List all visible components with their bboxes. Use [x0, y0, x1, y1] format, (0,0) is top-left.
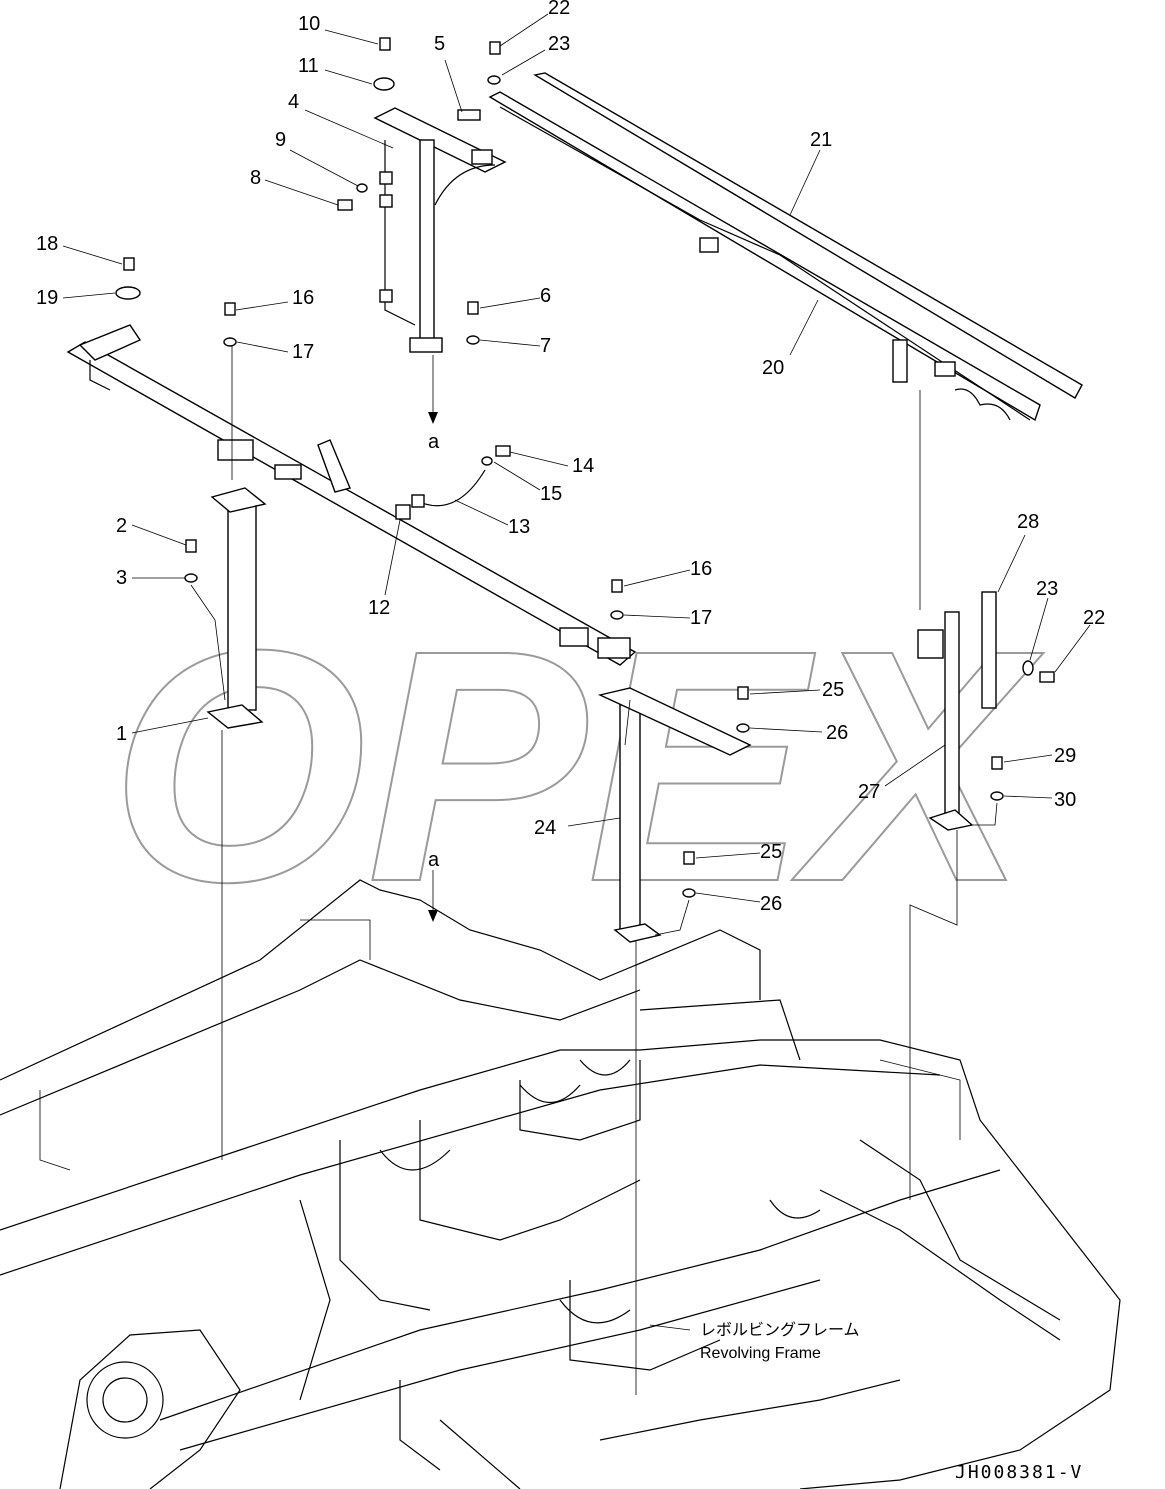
- callout-25: 25: [822, 679, 844, 701]
- callout-23: 23: [548, 33, 570, 55]
- callout-labels: 10 22 5 23 11 4 21 9 8 18 19 16 6 17 7 2…: [36, 0, 1105, 915]
- callout-14: 14: [572, 455, 594, 477]
- callout-12: 12: [368, 597, 390, 619]
- callout-24: 24: [534, 817, 556, 839]
- callout-4: 4: [288, 91, 299, 113]
- frame-label-jp: レボルビングフレーム: [700, 1321, 860, 1339]
- callout-17: 17: [292, 341, 314, 363]
- callout-8: 8: [250, 167, 261, 189]
- callout-27: 27: [858, 781, 880, 803]
- callout-11: 11: [298, 55, 319, 77]
- callout-10: 10: [298, 13, 320, 35]
- callout-5: 5: [434, 33, 445, 55]
- callout-6: 6: [540, 285, 551, 307]
- callout-7: 7: [540, 335, 551, 357]
- callout-1: 1: [116, 723, 127, 745]
- callout-25: 25: [760, 841, 782, 863]
- callout-26: 26: [826, 722, 848, 744]
- hardware: [115, 37, 1055, 898]
- drawing-code: JH008381-V: [955, 1462, 1083, 1483]
- view-marker: a: [428, 431, 440, 453]
- callout-18: 18: [36, 233, 58, 255]
- callout-21: 21: [810, 129, 832, 151]
- callout-13: 13: [508, 516, 530, 538]
- callout-19: 19: [36, 287, 58, 309]
- callout-20: 20: [762, 357, 784, 379]
- callout-17: 17: [690, 607, 712, 629]
- callout-16: 16: [690, 558, 712, 580]
- callout-28: 28: [1017, 511, 1039, 533]
- callout-16: 16: [292, 287, 314, 309]
- revolving-frame: [0, 879, 1121, 1489]
- callout-23: 23: [1036, 578, 1058, 600]
- callout-29: 29: [1054, 745, 1076, 767]
- parts-assembly: [66, 37, 1083, 1395]
- callout-9: 9: [275, 129, 286, 151]
- callout-3: 3: [116, 567, 127, 589]
- callout-15: 15: [540, 483, 562, 505]
- callout-30: 30: [1054, 789, 1076, 811]
- callout-2: 2: [116, 515, 127, 537]
- callout-22: 22: [1083, 607, 1105, 629]
- callout-26: 26: [760, 893, 782, 915]
- frame-label-en: Revolving Frame: [700, 1345, 821, 1362]
- leader-lines: [62, 13, 1091, 1331]
- callout-22: 22: [548, 0, 570, 19]
- view-marker: a: [428, 849, 440, 871]
